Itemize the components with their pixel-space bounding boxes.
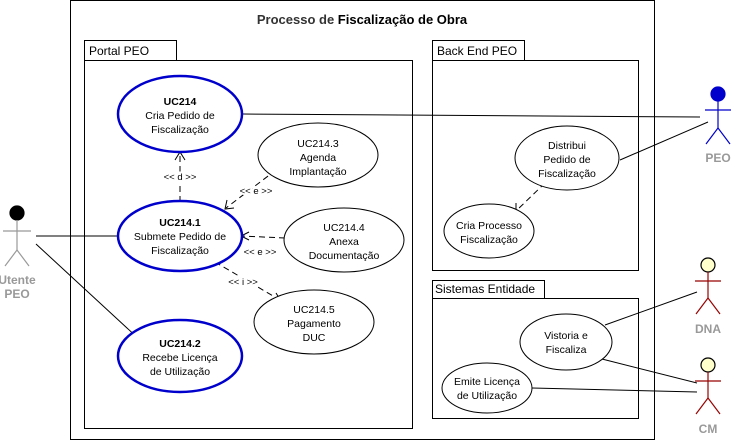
assoc-cm-emite: [531, 387, 698, 393]
rel-label-e1: << e >>: [240, 186, 273, 197]
distribui-line1: Distribui: [548, 140, 586, 152]
rel-label-i: << i >>: [228, 277, 258, 288]
use-case-emite[interactable]: Emite Licença de Utilização: [441, 362, 533, 414]
assoc-utente-uc214-2: [35, 243, 141, 341]
assoc-cm-vistoria: [597, 357, 698, 384]
uc214-3-line2: Implantação: [289, 166, 346, 178]
use-case-vistoria[interactable]: Vistoria e Fiscaliza: [519, 313, 613, 371]
package-backend-label: Back End PEO: [437, 44, 517, 58]
uc214-1-line1: Submete Pedido de: [134, 231, 226, 243]
uc214-4-line1: Anexa: [329, 236, 359, 248]
title-prefix: Processo de: [257, 12, 338, 27]
use-case-uc214-5[interactable]: UC214.5 Pagamento DUC: [253, 289, 375, 355]
actor-cm-label: CM: [699, 422, 718, 436]
dependencies: [179, 153, 546, 301]
actor-dna[interactable]: DNA: [695, 257, 721, 336]
uc214-5-line2: DUC: [303, 332, 326, 344]
arrow-e1: [224, 199, 235, 210]
actor-utente-peo[interactable]: Utente PEO: [0, 205, 36, 301]
uc214-3-line1: Agenda: [300, 152, 336, 164]
actor-cm[interactable]: CM: [695, 357, 721, 436]
dep-distribui: [514, 182, 546, 213]
diagram-title: Processo de Fiscalização de Obra: [257, 12, 468, 27]
package-sistemas-label: Sistemas Entidade: [435, 282, 535, 296]
uc214-5-id: UC214.5: [293, 304, 335, 316]
vistoria-line2: Fiscaliza: [546, 344, 587, 356]
cria-processo-line1: Cria Processo: [456, 220, 522, 232]
associations: [35, 113, 709, 393]
actor-utente-label-line2: PEO: [4, 287, 29, 301]
use-case-uc214[interactable]: UC214 Cria Pedido de Fiscalização: [116, 74, 244, 154]
actor-utente-label-line1: Utente: [0, 273, 36, 287]
actor-peo-icon: [705, 86, 731, 145]
uc214-2-line1: Recebe Licença: [142, 352, 217, 364]
package-portal-label: Portal PEO: [89, 44, 149, 58]
uc214-id: UC214: [164, 96, 197, 108]
actor-peo[interactable]: PEO: [705, 86, 731, 165]
actor-dna-icon: [695, 257, 721, 315]
use-case-cria-processo[interactable]: Cria Processo Fiscalização: [443, 203, 535, 259]
actor-utente-icon: [3, 205, 31, 267]
uc214-4-id: UC214.4: [323, 222, 365, 234]
actor-dna-label: DNA: [695, 322, 721, 336]
uc214-5-line1: Pagamento: [287, 318, 341, 330]
assoc-peo-distribui: [619, 121, 709, 161]
uc214-1-line2: Fiscalização: [151, 245, 209, 257]
distribui-line2: Pedido de: [543, 154, 590, 166]
emite-line2: de Utilização: [457, 390, 517, 402]
uc214-line2: Fiscalização: [151, 124, 209, 136]
cria-processo-line2: Fiscalização: [460, 234, 518, 246]
actor-peo-label: PEO: [705, 151, 730, 165]
uc214-line1: Cria Pedido de: [145, 110, 215, 122]
dep-e2: [241, 235, 286, 239]
use-case-distribui[interactable]: Distribui Pedido de Fiscalização: [514, 125, 620, 191]
dep-e1: [225, 169, 277, 209]
assoc-peo-uc214: [242, 113, 701, 118]
rel-label-e2: << e >>: [244, 247, 277, 258]
actor-cm-icon: [695, 357, 721, 415]
use-case-uc214-3[interactable]: UC214.3 Agenda Implantação: [257, 122, 379, 188]
uc214-3-id: UC214.3: [297, 138, 339, 150]
emite-line1: Emite Licença: [454, 376, 520, 388]
uc214-2-id: UC214.2: [159, 338, 201, 350]
distribui-line3: Fiscalização: [538, 168, 596, 180]
title-bold: Fiscalização de Obra: [338, 12, 468, 27]
assoc-dna-vistoria: [604, 291, 698, 326]
uc214-4-line2: Documentação: [309, 250, 380, 262]
use-case-uc214-1[interactable]: UC214.1 Submete Pedido de Fiscalização: [116, 199, 244, 273]
uc214-2-line2: de Utilização: [150, 366, 210, 378]
uc214-1-id: UC214.1: [159, 217, 201, 229]
use-case-uc214-4[interactable]: UC214.4 Anexa Documentação: [283, 207, 405, 273]
vistoria-line1: Vistoria e: [544, 330, 588, 342]
use-case-uc214-2[interactable]: UC214.2 Recebe Licença de Utilização: [116, 318, 244, 394]
dep-i: [214, 261, 281, 301]
rel-label-d: << d >>: [164, 172, 197, 183]
